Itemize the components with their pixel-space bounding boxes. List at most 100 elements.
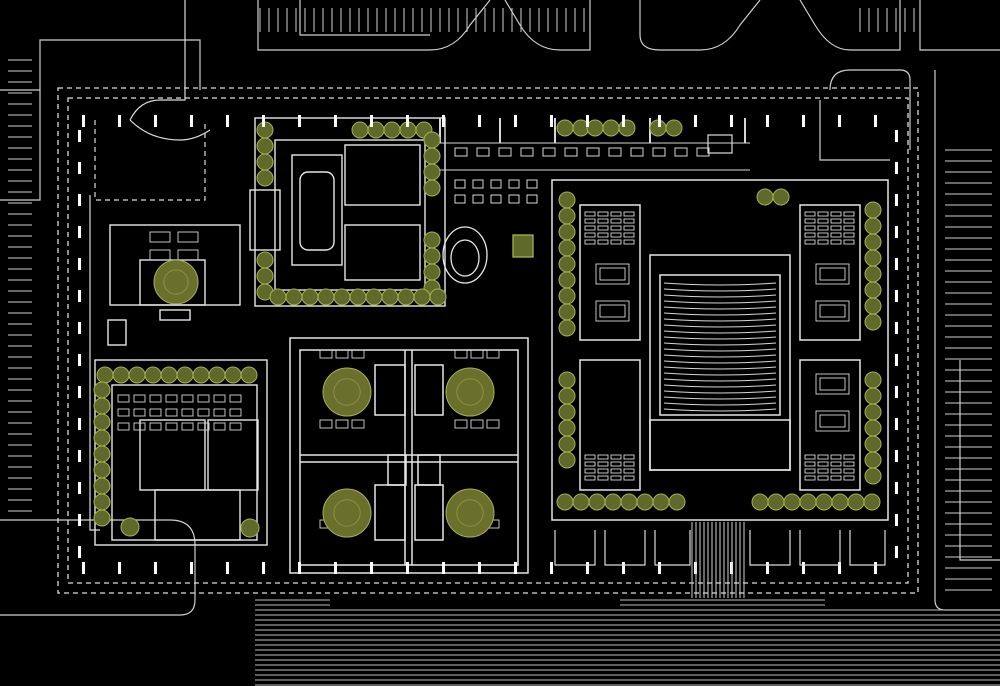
office-desk bbox=[454, 349, 468, 359]
east-block bbox=[551, 179, 889, 521]
pier bbox=[226, 115, 229, 127]
cafe-table bbox=[674, 147, 688, 157]
tree bbox=[558, 403, 576, 421]
tree bbox=[240, 518, 260, 538]
tree bbox=[93, 429, 111, 447]
tree bbox=[93, 413, 111, 431]
pier bbox=[262, 562, 265, 574]
pier bbox=[895, 162, 898, 174]
cafe-table bbox=[508, 194, 520, 204]
tree bbox=[620, 493, 638, 511]
tree bbox=[160, 366, 178, 384]
desk bbox=[623, 475, 635, 481]
tree bbox=[558, 271, 576, 289]
pier bbox=[78, 194, 81, 206]
seat-row bbox=[663, 372, 777, 376]
cafe-table bbox=[696, 147, 710, 157]
tree bbox=[756, 188, 774, 206]
desk bbox=[610, 468, 622, 474]
cafe-table bbox=[454, 147, 468, 157]
tree bbox=[652, 493, 670, 511]
pier bbox=[802, 562, 805, 574]
pier bbox=[802, 115, 805, 127]
tree bbox=[317, 288, 335, 306]
office-desk bbox=[470, 419, 484, 429]
desk bbox=[843, 239, 855, 245]
tree bbox=[423, 147, 441, 165]
desk bbox=[817, 461, 829, 467]
desk bbox=[149, 231, 171, 243]
pier bbox=[82, 115, 85, 127]
pier bbox=[766, 115, 769, 127]
tree bbox=[93, 397, 111, 415]
tree bbox=[93, 477, 111, 495]
desk bbox=[830, 454, 842, 460]
pier bbox=[78, 418, 81, 430]
desk bbox=[597, 232, 609, 238]
desk bbox=[804, 232, 816, 238]
desk bbox=[804, 218, 816, 224]
desk bbox=[843, 232, 855, 238]
seat-row bbox=[663, 312, 777, 316]
pier bbox=[658, 562, 661, 574]
pier bbox=[78, 386, 81, 398]
desk bbox=[817, 232, 829, 238]
cafe-table bbox=[526, 194, 538, 204]
office-desk bbox=[486, 419, 500, 429]
courtyard-tree-inner bbox=[163, 269, 189, 295]
tree bbox=[556, 493, 574, 511]
pier bbox=[622, 562, 625, 574]
courtyard-tree-inner bbox=[456, 499, 484, 527]
desk bbox=[610, 475, 622, 481]
tree bbox=[176, 366, 194, 384]
pier bbox=[370, 115, 373, 127]
cafe-table bbox=[472, 179, 484, 189]
tree bbox=[815, 493, 833, 511]
tree bbox=[128, 366, 146, 384]
pier bbox=[82, 562, 85, 574]
tree bbox=[558, 287, 576, 305]
desk bbox=[181, 394, 194, 403]
desk bbox=[149, 394, 162, 403]
pier bbox=[895, 258, 898, 270]
desk bbox=[229, 408, 242, 417]
pier bbox=[154, 562, 157, 574]
cafe-table bbox=[498, 147, 512, 157]
pier bbox=[478, 562, 481, 574]
tree bbox=[429, 288, 447, 306]
desk bbox=[804, 454, 816, 460]
site-boundary bbox=[57, 87, 919, 594]
tree bbox=[120, 517, 140, 537]
pier bbox=[550, 562, 553, 574]
pier bbox=[78, 482, 81, 494]
seat-row bbox=[663, 378, 777, 382]
pier bbox=[514, 115, 517, 127]
pier bbox=[334, 562, 337, 574]
desk bbox=[597, 454, 609, 460]
pier bbox=[78, 546, 81, 558]
pier bbox=[442, 115, 445, 127]
office-desk bbox=[454, 419, 468, 429]
tree bbox=[864, 233, 882, 251]
tree bbox=[864, 265, 882, 283]
pier bbox=[78, 450, 81, 462]
cafe-table bbox=[454, 194, 466, 204]
tree bbox=[383, 121, 401, 139]
desk bbox=[830, 232, 842, 238]
courtyard-tree bbox=[445, 367, 495, 417]
entrance-steps bbox=[691, 522, 745, 598]
desk bbox=[213, 408, 226, 417]
desk bbox=[610, 225, 622, 231]
south-parking-bays bbox=[554, 134, 886, 566]
desk bbox=[149, 408, 162, 417]
desk bbox=[133, 422, 146, 431]
pier bbox=[118, 115, 121, 127]
desk bbox=[623, 468, 635, 474]
tree bbox=[864, 451, 882, 469]
desk bbox=[843, 225, 855, 231]
tree bbox=[558, 419, 576, 437]
courtyard-tree bbox=[322, 367, 372, 417]
tree bbox=[864, 371, 882, 389]
seat-row bbox=[663, 330, 777, 334]
